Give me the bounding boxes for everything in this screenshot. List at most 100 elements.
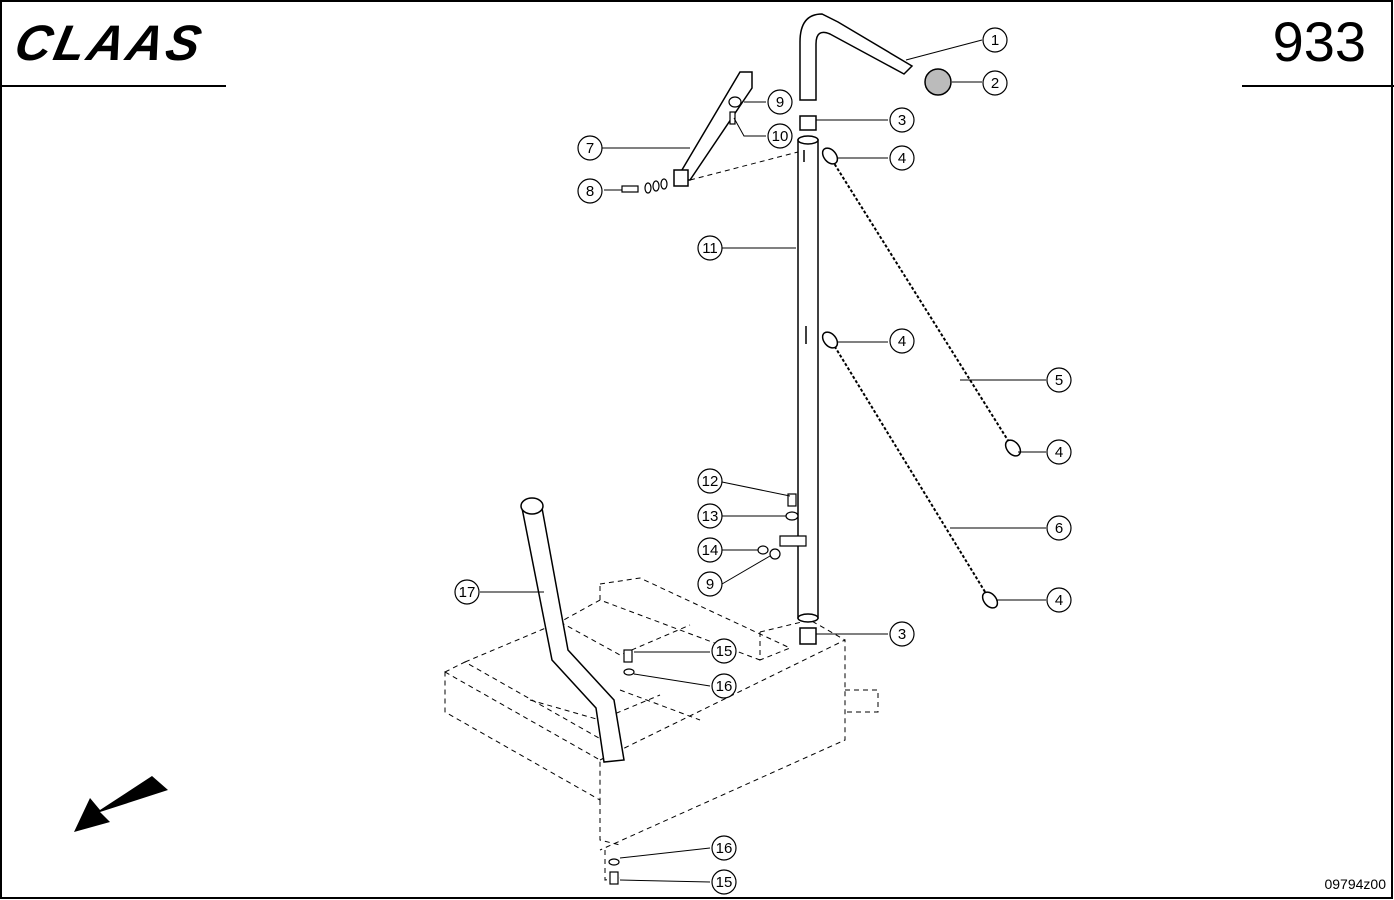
callout-c4d: 4 bbox=[1046, 587, 1072, 613]
callout-label: 4 bbox=[898, 333, 906, 350]
callout-c10: 10 bbox=[767, 123, 793, 149]
callout-label: 5 bbox=[1055, 372, 1063, 389]
callout-label: 16 bbox=[716, 678, 733, 695]
callout-label: 8 bbox=[586, 183, 594, 200]
part-16-washer-lower bbox=[608, 858, 620, 866]
callout-c9a: 9 bbox=[767, 89, 793, 115]
part-9-washer-lower bbox=[769, 548, 781, 560]
callout-c14: 14 bbox=[697, 537, 723, 563]
direction-arrow-icon bbox=[74, 776, 168, 832]
callout-c16a: 16 bbox=[711, 673, 737, 699]
callout-label: 3 bbox=[898, 626, 906, 643]
callout-circle bbox=[697, 235, 723, 261]
part-3-cap-bottom bbox=[799, 627, 817, 645]
callout-c11: 11 bbox=[697, 235, 723, 261]
callout-circle bbox=[767, 89, 793, 115]
part-11-post bbox=[797, 135, 819, 623]
callout-label: 4 bbox=[1055, 592, 1063, 609]
part-2-knob bbox=[924, 68, 952, 96]
callout-label: 12 bbox=[702, 473, 719, 490]
callout-label: 15 bbox=[716, 874, 733, 891]
callout-c2: 2 bbox=[982, 70, 1008, 96]
callout-circle bbox=[577, 178, 603, 204]
callout-label: 15 bbox=[716, 643, 733, 660]
callout-circle bbox=[1046, 367, 1072, 393]
callout-circle bbox=[1046, 515, 1072, 541]
callout-circle bbox=[982, 70, 1008, 96]
part-12-bolt bbox=[787, 493, 797, 507]
callout-label: 7 bbox=[586, 140, 594, 157]
callout-circle bbox=[711, 673, 737, 699]
callout-circle bbox=[1046, 439, 1072, 465]
callout-c15b: 15 bbox=[711, 869, 737, 895]
callout-circle bbox=[889, 621, 915, 647]
callout-c4a: 4 bbox=[889, 145, 915, 171]
callout-c12: 12 bbox=[697, 468, 723, 494]
callout-circle bbox=[982, 27, 1008, 53]
callout-label: 4 bbox=[1055, 444, 1063, 461]
assembly-line-dashed bbox=[689, 151, 799, 181]
part-16-washer-upper bbox=[623, 668, 635, 676]
callout-circle bbox=[454, 579, 480, 605]
callout-c4b: 4 bbox=[1046, 439, 1072, 465]
callout-circle bbox=[767, 123, 793, 149]
callout-c3b: 3 bbox=[889, 621, 915, 647]
callout-c15a: 15 bbox=[711, 638, 737, 664]
callout-circle bbox=[889, 145, 915, 171]
part-14-nut bbox=[757, 545, 769, 555]
callout-circle bbox=[711, 869, 737, 895]
callout-label: 11 bbox=[702, 240, 718, 257]
part-9-washer bbox=[728, 96, 742, 108]
part-6-chain bbox=[831, 341, 991, 601]
callout-circle bbox=[577, 135, 603, 161]
callout-circle bbox=[1046, 587, 1072, 613]
part-15-screw-upper bbox=[623, 649, 633, 663]
leader-lines bbox=[480, 39, 1046, 883]
callout-circle bbox=[697, 537, 723, 563]
callout-c16b: 16 bbox=[711, 835, 737, 861]
callout-circle bbox=[711, 638, 737, 664]
callout-label: 16 bbox=[716, 840, 733, 857]
callout-circle bbox=[889, 328, 915, 354]
callout-label: 17 bbox=[459, 584, 476, 601]
callout-circle bbox=[697, 571, 723, 597]
part-17-bent-tube bbox=[520, 497, 625, 763]
callout-circle bbox=[697, 503, 723, 529]
callout-label: 13 bbox=[702, 508, 719, 525]
callout-label: 3 bbox=[898, 112, 906, 129]
callout-label: 4 bbox=[898, 150, 906, 167]
callout-c6: 6 bbox=[1046, 515, 1072, 541]
callout-label: 14 bbox=[702, 542, 719, 559]
callout-label: 2 bbox=[991, 75, 999, 92]
callout-c1: 1 bbox=[982, 27, 1008, 53]
part-5-chain bbox=[831, 159, 1015, 451]
callout-circle bbox=[697, 468, 723, 494]
drawing-number: 09794z00 bbox=[1324, 876, 1386, 892]
part-8-bolt-set bbox=[621, 178, 668, 194]
part-4-shackles bbox=[821, 147, 1022, 609]
callout-circle bbox=[711, 835, 737, 861]
callout-c4c: 4 bbox=[889, 328, 915, 354]
callout-circle bbox=[889, 107, 915, 133]
page-number: 933 bbox=[1272, 10, 1366, 73]
small-hardware bbox=[608, 493, 807, 885]
base-frame-dashed bbox=[444, 577, 879, 881]
part-13-washer bbox=[785, 511, 799, 521]
callout-c9b: 9 bbox=[697, 571, 723, 597]
part-15-screw-lower bbox=[609, 871, 619, 885]
callout-c7: 7 bbox=[577, 135, 603, 161]
callout-c5: 5 bbox=[1046, 367, 1072, 393]
part-1-handle bbox=[799, 13, 914, 101]
part-10-screw bbox=[729, 111, 736, 125]
callout-label: 10 bbox=[772, 128, 789, 145]
callout-c13: 13 bbox=[697, 503, 723, 529]
callout-c17: 17 bbox=[454, 579, 480, 605]
callout-label: 9 bbox=[706, 576, 714, 593]
callout-c3a: 3 bbox=[889, 107, 915, 133]
part-3-cap-top bbox=[799, 115, 817, 131]
part-13-clamp bbox=[779, 535, 807, 547]
